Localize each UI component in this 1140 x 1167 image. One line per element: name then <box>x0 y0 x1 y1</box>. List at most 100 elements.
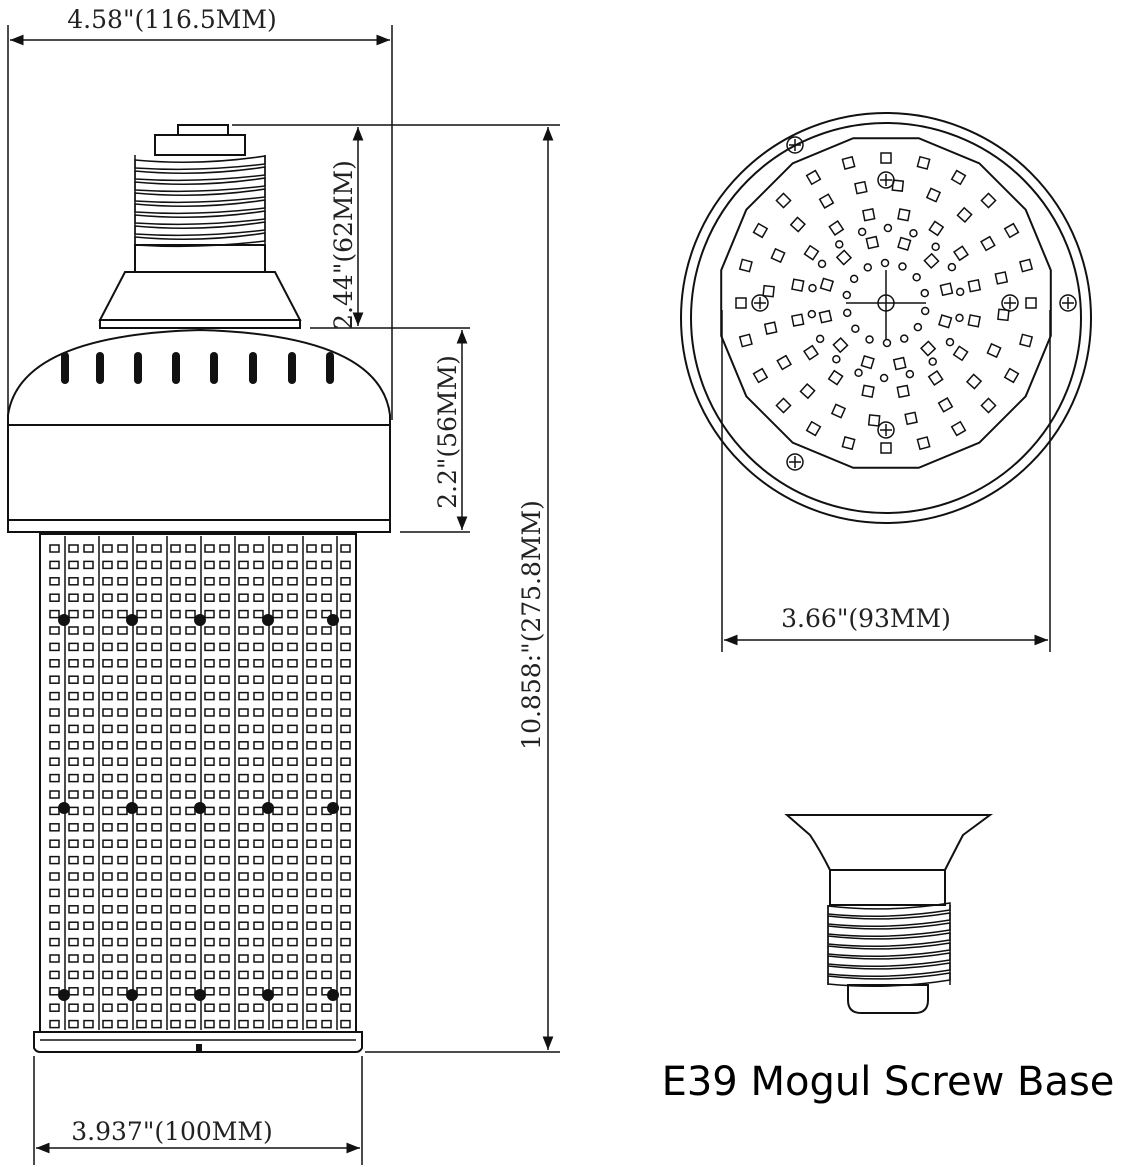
led-chip <box>102 839 113 848</box>
top-led-dot <box>898 262 907 271</box>
led-chip <box>170 659 181 668</box>
led-chip <box>306 839 317 848</box>
led-chip <box>306 593 317 602</box>
led-chip <box>272 691 283 701</box>
led-chip <box>68 593 79 602</box>
led-chip <box>117 626 128 635</box>
base-threads <box>134 155 266 248</box>
top-led-dot <box>931 242 940 252</box>
led-chip <box>136 872 147 881</box>
led-chip <box>68 839 79 848</box>
dimension-labels: 4.58"(116.5MM) 2.44"(62MM) 2.2"(56MM) 10… <box>67 5 951 1146</box>
screw-cross <box>1004 297 1016 309</box>
led-chip <box>151 839 162 848</box>
led-chip <box>306 741 317 750</box>
led-chip <box>185 987 196 996</box>
mount-screws <box>751 136 1077 471</box>
led-chip <box>272 609 283 619</box>
mogul-base-detail <box>784 814 994 1014</box>
top-led-chip <box>916 155 931 170</box>
led-chip <box>306 937 317 947</box>
led-chip <box>136 1019 147 1029</box>
led-chip <box>83 987 94 996</box>
led-chip <box>117 839 128 848</box>
top-led-dot <box>807 309 817 319</box>
led-chip <box>204 560 215 570</box>
led-chip <box>287 921 298 930</box>
led-chip <box>204 773 215 783</box>
led-chip <box>83 905 94 914</box>
top-led-chip <box>967 279 982 293</box>
led-chip <box>238 954 249 963</box>
led-chip <box>204 741 215 750</box>
led-chip <box>219 855 230 865</box>
led-chip <box>219 905 230 914</box>
led-chip <box>102 741 113 750</box>
led-chip <box>306 1003 317 1012</box>
led-chip <box>185 806 196 816</box>
led-chip <box>170 724 181 734</box>
top-led-dot <box>849 274 859 284</box>
led-chip <box>204 872 215 881</box>
led-chip <box>272 806 283 816</box>
led-chip <box>321 773 332 783</box>
led-chip <box>287 1003 298 1012</box>
led-chip <box>117 724 128 734</box>
led-chip <box>185 1019 196 1029</box>
top-led-dot <box>879 373 889 383</box>
screw-dot <box>58 614 70 626</box>
led-chip <box>272 839 283 848</box>
led-chip <box>170 806 181 816</box>
led-chip <box>102 675 113 684</box>
led-chip <box>238 757 249 766</box>
led-chip <box>272 823 283 832</box>
screw-dot <box>262 802 274 814</box>
led-chip <box>170 691 181 701</box>
led-chip <box>185 659 196 668</box>
top-led-chip <box>937 397 954 413</box>
led-chip <box>340 855 351 865</box>
screw-dot <box>194 802 206 814</box>
led-chip <box>49 790 60 799</box>
led-chip <box>340 659 351 668</box>
led-chip <box>117 642 128 652</box>
led-chip <box>272 593 283 602</box>
led-chip <box>68 806 79 816</box>
vent-slot <box>61 352 69 384</box>
top-led-chip <box>835 249 853 266</box>
led-chip <box>117 954 128 963</box>
top-led-chip <box>762 284 775 298</box>
led-chip <box>238 888 249 898</box>
led-chip <box>117 970 128 980</box>
led-chip <box>272 905 283 914</box>
led-chip <box>219 1019 230 1029</box>
led-chip <box>151 1019 162 1029</box>
led-chip <box>272 724 283 734</box>
led-chip <box>83 675 94 684</box>
led-chip <box>83 659 94 668</box>
led-chip <box>340 626 351 635</box>
led-chip <box>219 921 230 930</box>
led-chip <box>136 954 147 963</box>
top-led-chip <box>1003 222 1020 239</box>
led-chip <box>117 1019 128 1029</box>
top-led-dot <box>880 258 890 268</box>
led-chip <box>49 921 60 930</box>
led-chip <box>102 905 113 914</box>
top-led-chip <box>938 314 953 329</box>
led-chip <box>151 921 162 930</box>
top-led-dot <box>947 262 957 272</box>
top-led-dot <box>863 263 873 272</box>
led-chip <box>340 839 351 848</box>
bulb-side-view <box>7 124 391 1053</box>
top-led-chip <box>920 340 937 357</box>
led-chip <box>117 593 128 602</box>
led-board-outline <box>720 137 1052 469</box>
screw-dot <box>126 989 138 1001</box>
screw-cross <box>880 424 892 436</box>
led-chip <box>219 659 230 668</box>
top-led-chip <box>818 193 835 209</box>
led-body <box>33 533 363 1053</box>
top-led-dot <box>928 357 937 366</box>
led-chip <box>68 642 79 652</box>
